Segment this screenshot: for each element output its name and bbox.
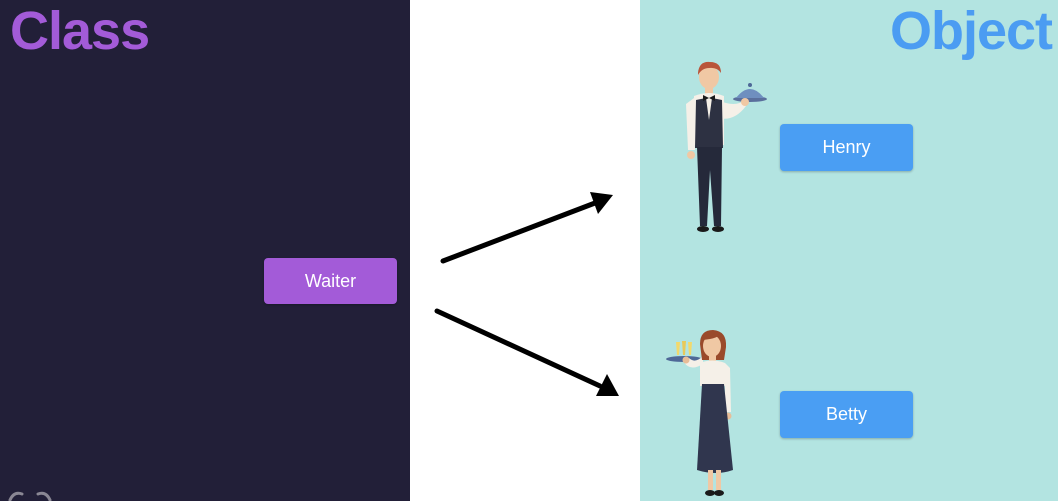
arrow-icon [434,308,619,396]
class-title: Class [10,1,150,61]
waiter-class-box: Waiter [264,258,397,304]
corner-decoration-icon [8,491,52,501]
object-title: Object [889,1,1053,61]
cloche-icon [733,83,767,102]
arrow-icon [440,192,613,264]
henry-object-box: Henry [780,124,913,171]
class-panel [0,0,410,501]
waitress-figure-icon [666,330,733,496]
betty-object-box: Betty [780,391,913,438]
waiter-figure-icon [686,61,767,232]
arrow-panel [410,0,640,501]
